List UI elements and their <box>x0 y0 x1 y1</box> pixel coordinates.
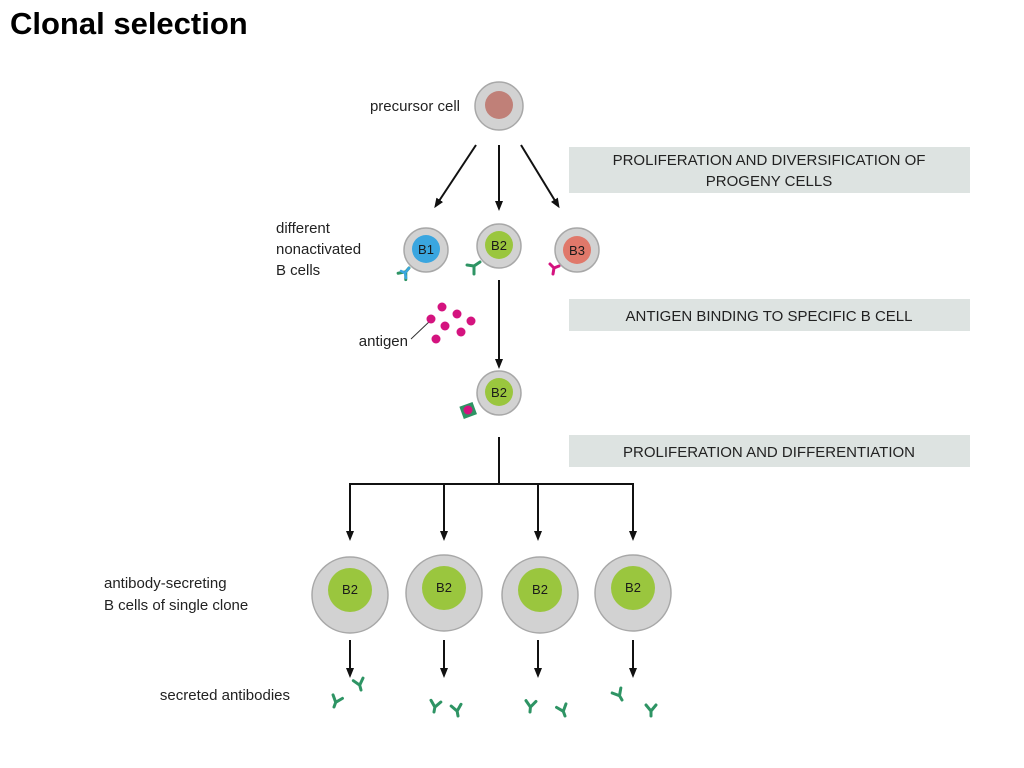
clone-cell-4: B2 <box>594 554 672 632</box>
clone-3-label: B2 <box>532 582 548 597</box>
clone-2-label: B2 <box>436 580 452 595</box>
nonactivated-label-line-2: nonactivated <box>276 241 361 258</box>
nonactivated-label-line-1: different <box>276 220 331 237</box>
arrow-to-b3 <box>520 144 560 209</box>
branching-arrows <box>346 437 637 541</box>
b1-cell: B1 <box>396 227 449 282</box>
b3-cell: B3 <box>548 227 600 276</box>
step-proliferation-differentiation: PROLIFERATION AND DIFFERENTIATION <box>569 435 970 467</box>
antigen-pointer <box>410 319 432 340</box>
nonactivated-label-line-3: B cells <box>276 262 320 279</box>
arrow-to-b1 <box>434 144 477 209</box>
secreted-antibodies-label: secreted antibodies <box>160 687 290 704</box>
step-2-label: ANTIGEN BINDING TO SPECIFIC B CELL <box>625 308 912 325</box>
b3-label: B3 <box>569 243 585 258</box>
clone-1-label: B2 <box>342 582 358 597</box>
clone-cell-2: B2 <box>405 554 483 632</box>
step-antigen-binding: ANTIGEN BINDING TO SPECIFIC B CELL <box>569 299 970 331</box>
secreted-antibodies <box>327 676 658 720</box>
step-3-label: PROLIFERATION AND DIFFERENTIATION <box>623 444 915 461</box>
slide-title: Clonal selection <box>10 6 248 41</box>
clone-cell-1: B2 <box>311 556 389 634</box>
antigen-bound-b2-cell: B2 <box>459 370 522 419</box>
antigen-label: antigen <box>359 333 408 350</box>
clone-4-label: B2 <box>625 580 641 595</box>
secretion-arrows <box>346 640 637 678</box>
step-1-line-2: PROGENY CELLS <box>706 173 832 190</box>
b1-label: B1 <box>418 242 434 257</box>
b2-cell: B2 <box>465 223 522 276</box>
clone-cell-3: B2 <box>501 556 579 634</box>
precursor-cell <box>474 81 524 131</box>
antigen-particles <box>426 302 476 344</box>
step-proliferation-diversification: PROLIFERATION AND DIVERSIFICATION OF PRO… <box>569 147 970 193</box>
step-1-line-1: PROLIFERATION AND DIVERSIFICATION OF <box>613 152 926 169</box>
bound-b2-label: B2 <box>491 385 507 400</box>
secreting-label-line-2: B cells of single clone <box>104 597 248 614</box>
secreting-label-line-1: antibody-secreting <box>104 575 227 592</box>
b2-label: B2 <box>491 238 507 253</box>
precursor-cell-label: precursor cell <box>370 98 460 115</box>
